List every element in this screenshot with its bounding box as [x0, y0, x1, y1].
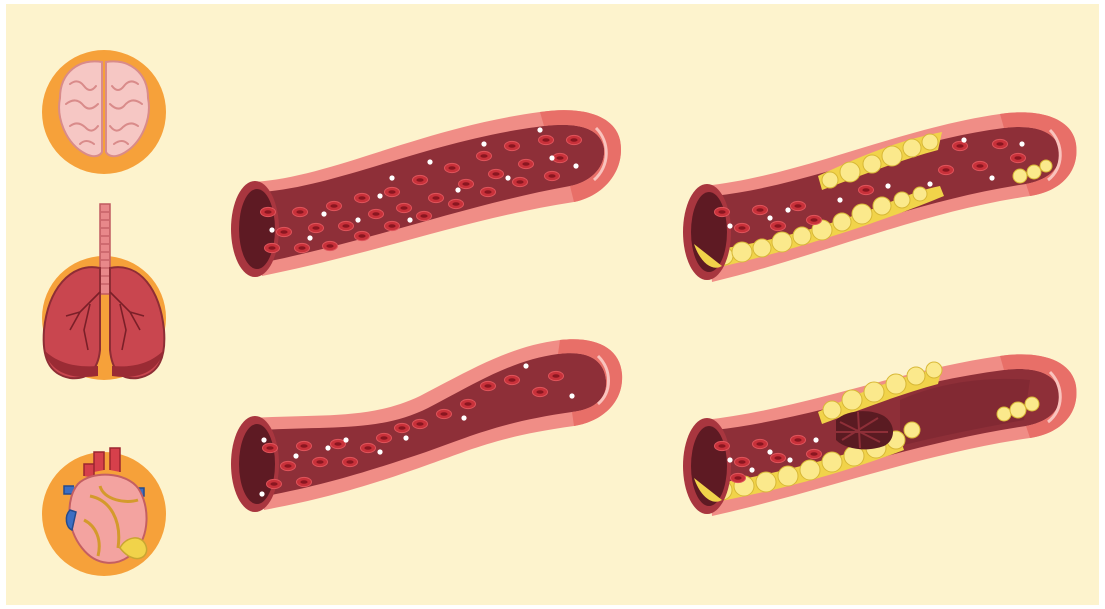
- blood-clot: [836, 411, 893, 449]
- healthy-artery: [231, 110, 621, 277]
- brain-icon: [42, 50, 166, 174]
- heart-icon: [42, 448, 166, 576]
- lungs-icon: [42, 204, 166, 380]
- narrowed-artery: [231, 339, 622, 512]
- plaque-artery: [683, 112, 1076, 282]
- blocked-artery: [683, 354, 1076, 516]
